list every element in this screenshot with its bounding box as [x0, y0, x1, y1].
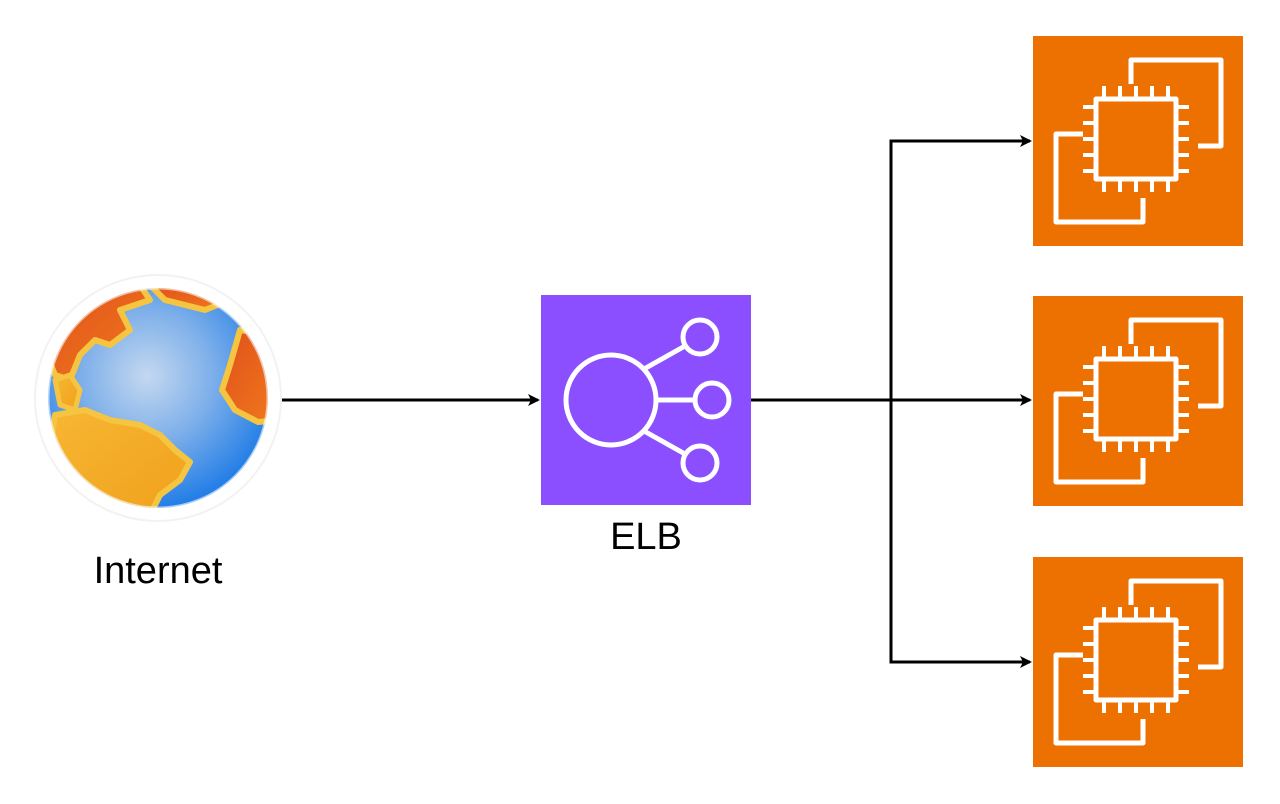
instance-background	[1033, 296, 1243, 506]
instance-background	[1033, 36, 1243, 246]
load-balancer-icon-background	[541, 295, 751, 505]
connector-elb-instance-3	[751, 400, 1030, 662]
globe-icon	[35, 275, 281, 521]
instance-background	[1033, 557, 1243, 767]
instance-node-3	[1033, 557, 1243, 767]
connector-elb-instance-1	[751, 141, 1030, 400]
instance-node-2	[1033, 296, 1243, 506]
elb-node	[541, 295, 751, 505]
instances-group	[1033, 36, 1243, 767]
instance-node-1	[1033, 36, 1243, 246]
internet-label: Internet	[58, 550, 258, 593]
connectors-elb-instances	[751, 141, 1030, 662]
elb-label: ELB	[546, 516, 746, 559]
